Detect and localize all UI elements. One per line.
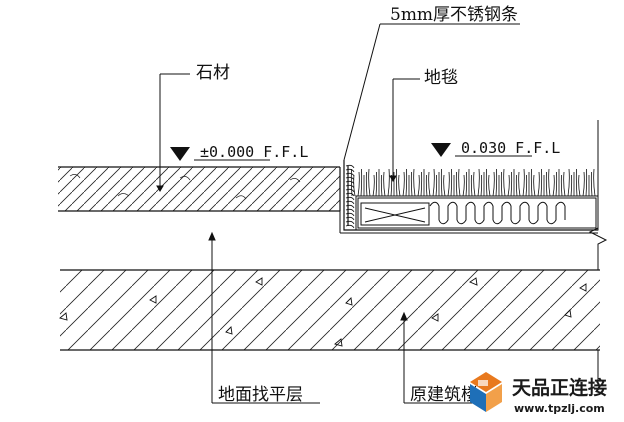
level-marker-carpet: 0.030 F.F.L (431, 139, 560, 157)
level-carpet-text: 0.030 F.F.L (461, 139, 560, 157)
carpet-pile (345, 164, 596, 229)
watermark: 天品正连接 www.tpzlj.com (470, 372, 607, 415)
brand-logo-icon (470, 372, 502, 412)
stainless-steel-strip (343, 160, 598, 231)
leader-lines (156, 23, 520, 404)
watermark-brand: 天品正连接 (512, 376, 607, 399)
level-marker-stone: ±0.000 F.F.L (170, 143, 308, 161)
carpet-pile-strokes (345, 164, 596, 229)
label-structural-slab: 原建筑楼 (410, 385, 478, 405)
label-carpet: 地毯 (424, 68, 458, 88)
screed-layer (58, 210, 598, 234)
level-stone-text: ±0.000 F.F.L (200, 143, 308, 161)
label-stone: 石材 (196, 63, 230, 83)
stone-layer (58, 166, 341, 212)
structural-slab (59, 269, 600, 351)
carpet-underlay (355, 195, 599, 231)
aggregate-marks (59, 277, 587, 347)
watermark-url: www.tpzlj.com (514, 402, 605, 415)
label-stainless-strip: 5mm厚不锈钢条 (390, 5, 518, 25)
label-screed-layer: 地面找平层 (218, 385, 303, 405)
